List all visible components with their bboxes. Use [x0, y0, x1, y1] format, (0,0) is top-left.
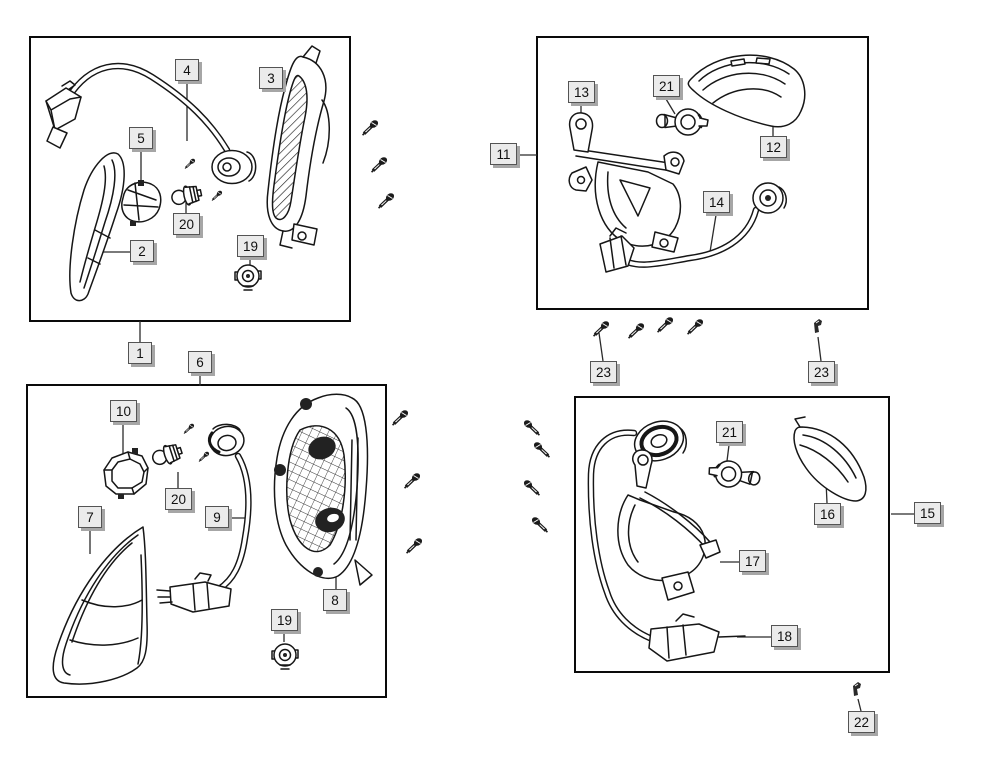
part-8-housing	[273, 393, 373, 586]
part-13-bracket	[568, 112, 685, 253]
part-art-top-left	[45, 45, 330, 302]
callout-13[interactable]: 13	[568, 81, 595, 103]
screw-icon	[655, 313, 677, 334]
panel-frame-top-left	[29, 36, 351, 322]
part-7-lens	[52, 526, 148, 685]
callout-19-b[interactable]: 19	[271, 609, 298, 631]
part-14-wire-harness	[599, 182, 787, 273]
callout-17[interactable]: 17	[739, 550, 766, 572]
screw-icon	[530, 438, 552, 459]
part-art-top-right	[568, 54, 806, 273]
screw-icon	[404, 534, 426, 555]
part-21-bulb	[655, 107, 710, 137]
screw-icon	[360, 116, 382, 137]
part-10-holder	[103, 448, 149, 499]
callout-16[interactable]: 16	[814, 503, 841, 525]
part-21-bulb	[705, 455, 764, 495]
callout-6[interactable]: 6	[188, 351, 212, 373]
callout-23-a[interactable]: 23	[590, 361, 617, 383]
screw-icon	[182, 421, 197, 435]
panel-frame-bottom-left	[26, 384, 387, 698]
screw-icon	[685, 315, 707, 336]
callout-11[interactable]: 11	[490, 143, 517, 165]
callout-23-b[interactable]: 23	[808, 361, 835, 383]
leader-lines	[89, 78, 914, 712]
screw-icon	[210, 188, 225, 202]
screw-icon	[591, 317, 613, 338]
part-16-lens	[793, 416, 867, 502]
screw-icon	[376, 189, 398, 210]
callout-12[interactable]: 12	[760, 136, 787, 158]
part-20-bulb	[149, 440, 185, 470]
callout-14[interactable]: 14	[703, 191, 730, 213]
part-5-holder	[121, 180, 162, 226]
callout-2[interactable]: 2	[130, 240, 154, 262]
callout-10[interactable]: 10	[110, 400, 137, 422]
panel-frame-bottom-right	[574, 396, 890, 673]
callout-4[interactable]: 4	[175, 59, 199, 81]
part-19-socket	[234, 264, 262, 291]
screw-icon	[390, 406, 412, 427]
callout-15[interactable]: 15	[914, 502, 941, 524]
part-12-lens	[687, 54, 806, 128]
clip-icon	[852, 681, 862, 697]
part-3-housing	[266, 45, 330, 249]
callout-1[interactable]: 1	[128, 342, 152, 364]
screw-icon	[520, 416, 542, 437]
part-2-lens	[69, 152, 125, 302]
part-17-bracket	[617, 449, 721, 601]
callout-9[interactable]: 9	[205, 506, 229, 528]
callout-3[interactable]: 3	[259, 67, 283, 89]
callout-19-a[interactable]: 19	[237, 235, 264, 257]
screw-icon	[528, 513, 550, 534]
panel-frames	[26, 36, 890, 698]
callout-20-b[interactable]: 20	[165, 488, 192, 510]
callout-5[interactable]: 5	[129, 127, 153, 149]
part-19-socket	[271, 643, 299, 670]
callout-20-a[interactable]: 20	[173, 213, 200, 235]
part-4-wire-harness	[45, 62, 257, 185]
screw-icon	[520, 476, 542, 497]
callout-7[interactable]: 7	[78, 506, 102, 528]
part-art-bottom-right	[587, 416, 867, 662]
part-art-bottom-left	[52, 393, 373, 685]
callout-18[interactable]: 18	[771, 625, 798, 647]
callout-21-a[interactable]: 21	[653, 75, 680, 97]
panel-frame-top-right	[536, 36, 869, 310]
screw-icon	[369, 153, 391, 174]
screw-icon	[626, 319, 648, 340]
screw-icon	[197, 449, 212, 463]
callout-21-b[interactable]: 21	[716, 421, 743, 443]
screw-icon	[402, 469, 424, 490]
callout-8[interactable]: 8	[323, 589, 347, 611]
callout-22[interactable]: 22	[848, 711, 875, 733]
part-9-wire-socket	[156, 423, 252, 613]
screw-icon	[183, 156, 198, 170]
clip-icon	[813, 318, 823, 334]
